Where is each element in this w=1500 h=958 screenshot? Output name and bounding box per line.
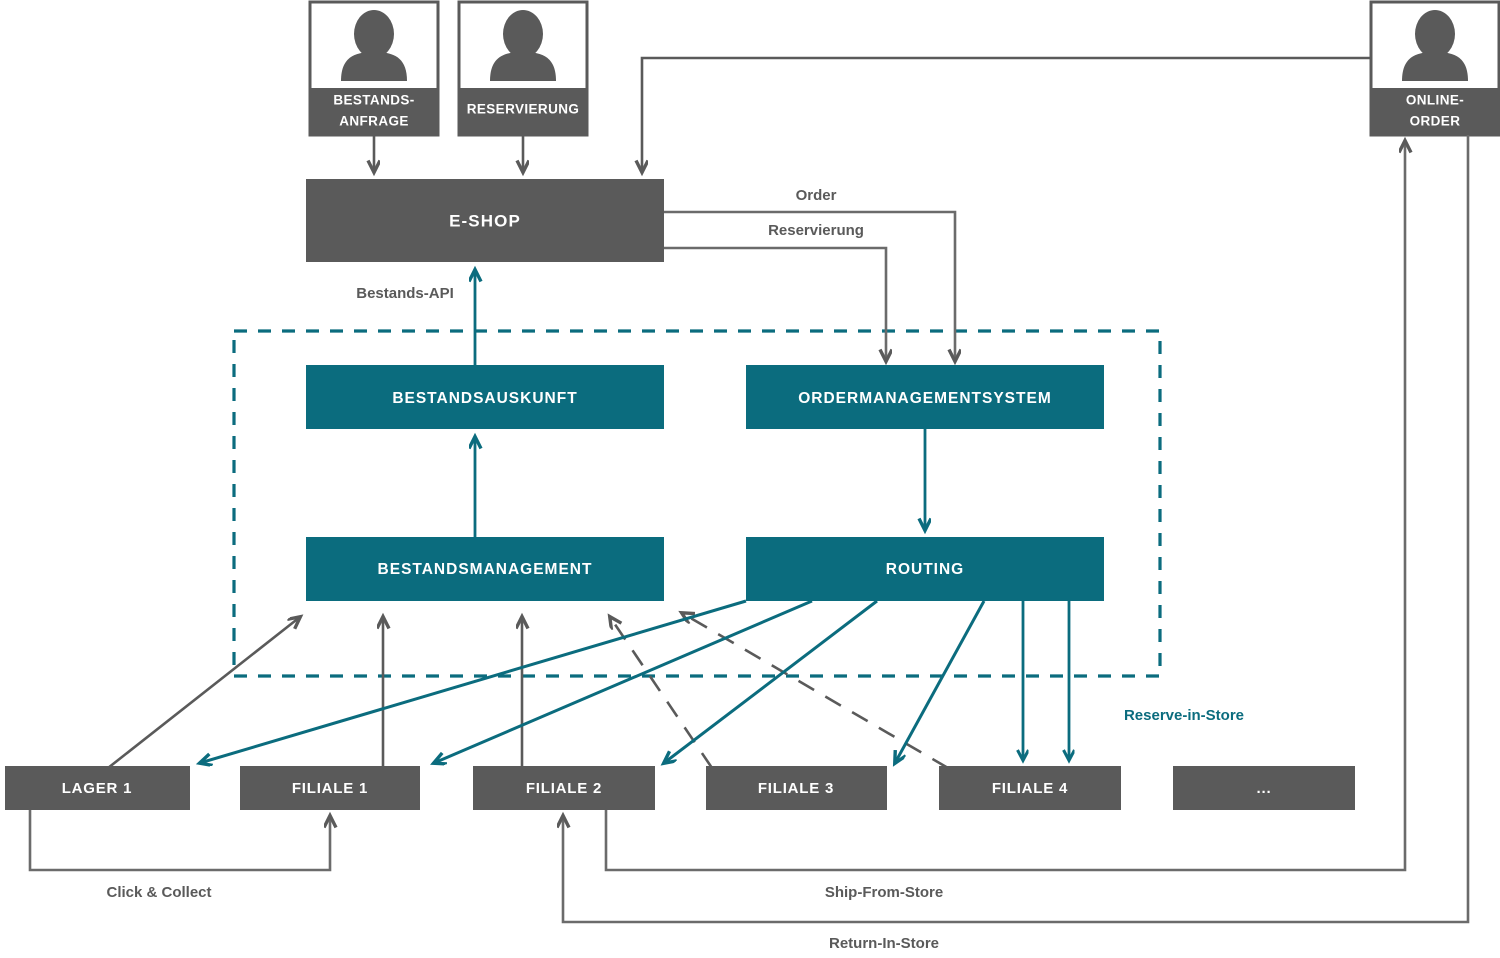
system-bestandsmanagement[interactable]: BESTANDSMANAGEMENT — [306, 537, 664, 601]
edge-order — [664, 210, 955, 361]
edge-routing-to-filiale2 — [664, 599, 878, 763]
location-label: FILIALE 1 — [292, 780, 368, 797]
edge-filiale4-to-bestandsmanagement — [682, 613, 949, 770]
edge-label-click-and-collect: Click & Collect — [106, 884, 211, 901]
system-routing[interactable]: ROUTING — [746, 537, 1104, 601]
system-bestandsauskunft[interactable]: BESTANDSAUSKUNFT — [306, 365, 664, 429]
location-lager-1[interactable]: LAGER 1 — [5, 766, 190, 810]
edge-label-reservierung: Reservierung — [768, 222, 864, 239]
person-icon — [341, 10, 407, 81]
system-eshop[interactable]: E-SHOP — [306, 179, 664, 262]
location-label: FILIALE 4 — [992, 780, 1068, 797]
edge-label-ship-from-store: Ship-From-Store — [825, 884, 943, 901]
actor-online-order[interactable]: ONLINE- ORDER — [1369, 0, 1500, 137]
location-filiale-2[interactable]: FILIALE 2 — [473, 766, 655, 810]
system-routing-label: ROUTING — [886, 561, 964, 578]
edge-reservierung-flow — [664, 246, 886, 361]
edge-routing-to-filiale1 — [434, 599, 813, 763]
location-label: FILIALE 3 — [758, 780, 834, 797]
edge-ship-from-store — [604, 141, 1405, 872]
edge-routing-to-lager1 — [200, 599, 747, 763]
edge-label-order: Order — [796, 187, 837, 204]
system-ordermanagementsystem[interactable]: ORDERMANAGEMENTSYSTEM — [746, 365, 1104, 429]
location-more[interactable]: ... — [1173, 766, 1355, 810]
person-icon — [1402, 10, 1468, 81]
person-icon — [490, 10, 556, 81]
edge-online-order-to-eshop — [642, 56, 1371, 172]
system-eshop-label: E-SHOP — [449, 211, 521, 230]
location-filiale-4[interactable]: FILIALE 4 — [939, 766, 1121, 810]
location-filiale-1[interactable]: FILIALE 1 — [240, 766, 420, 810]
edge-filiale3-to-bestandsmanagement — [610, 617, 714, 769]
actor-label-line1: ONLINE- — [1406, 93, 1464, 108]
location-label: FILIALE 2 — [526, 780, 602, 797]
system-boundary-dashed — [232, 329, 1162, 678]
system-bestandsmanagement-label: BESTANDSMANAGEMENT — [378, 561, 593, 578]
location-label: ... — [1257, 780, 1272, 797]
edge-label-return-in-store: Return-In-Store — [829, 935, 939, 952]
edge-return-in-store — [563, 135, 1470, 924]
actor-bestandsanfrage[interactable]: BESTANDS- ANFRAGE — [308, 0, 440, 137]
system-bestandsauskunft-label: BESTANDSAUSKUNFT — [392, 390, 577, 407]
actor-label-line2: ANFRAGE — [339, 114, 409, 129]
actor-label-line1: BESTANDS- — [333, 93, 414, 108]
actor-label-line1: RESERVIERUNG — [467, 102, 580, 117]
edge-routing-to-filiale3 — [895, 600, 986, 763]
location-label: LAGER 1 — [62, 780, 133, 797]
system-ordermanagementsystem-label: ORDERMANAGEMENTSYSTEM — [798, 390, 1052, 407]
edge-lager1-to-bestandsmanagement — [107, 617, 300, 770]
actor-reservierung[interactable]: RESERVIERUNG — [457, 0, 589, 137]
edge-click-and-collect — [28, 810, 330, 872]
location-filiale-3[interactable]: FILIALE 3 — [706, 766, 887, 810]
edge-label-bestands-api: Bestands-API — [356, 285, 454, 302]
edge-label-reserve-in-store: Reserve-in-Store — [1124, 707, 1244, 724]
actor-label-line2: ORDER — [1410, 114, 1461, 129]
